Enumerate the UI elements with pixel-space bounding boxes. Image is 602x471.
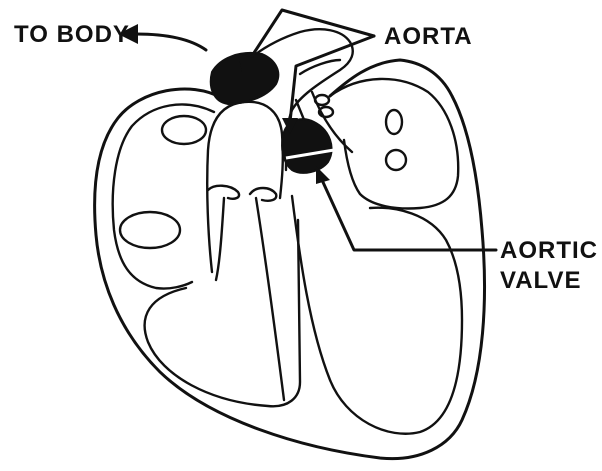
valve-cusp-left bbox=[208, 186, 239, 199]
aorta-pointer-left bbox=[248, 10, 374, 62]
opening-right-upper bbox=[386, 110, 402, 134]
right-upper-chamber bbox=[330, 79, 458, 209]
aortic-valve-pointer bbox=[322, 180, 496, 250]
aortic-valve-pointer-head bbox=[316, 166, 330, 184]
label-aortic: AORTIC bbox=[500, 237, 598, 264]
opening-left-lower bbox=[120, 212, 180, 248]
septum bbox=[216, 198, 284, 400]
left-ventricle-outline bbox=[292, 196, 462, 434]
label-to-body: TO BODY bbox=[14, 21, 130, 48]
to-body-arrow-curve bbox=[136, 34, 206, 50]
label-aorta: AORTA bbox=[384, 23, 473, 50]
opening-left-upper bbox=[162, 116, 206, 144]
valve-cusp-right bbox=[250, 188, 276, 201]
label-valve: VALVE bbox=[500, 267, 581, 294]
opening-right-lower bbox=[386, 150, 406, 170]
opening-center-small-1 bbox=[315, 95, 329, 105]
